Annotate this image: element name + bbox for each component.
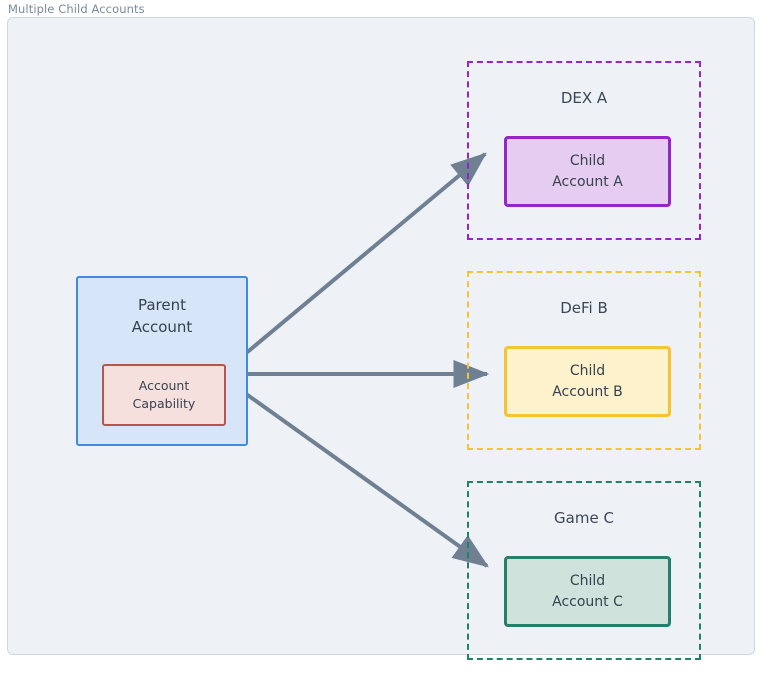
platform-title-defi: DeFi B [560, 299, 608, 317]
account-capability-node[interactable]: Account Capability [102, 364, 226, 426]
child-account-a-label-line2: Account A [552, 173, 623, 190]
child-account-node-b[interactable]: Child Account B [504, 346, 671, 417]
parent-account-node[interactable]: Parent Account Account Capability [76, 276, 248, 446]
child-account-node-a[interactable]: Child Account A [504, 136, 671, 207]
parent-account-label-line2: Account [131, 318, 193, 336]
diagram-canvas: Parent Account Account Capability DEX A … [7, 17, 755, 660]
child-account-b-label-line1: Child [569, 362, 606, 379]
platform-container-game[interactable]: Game C Child Account C [467, 481, 701, 660]
child-account-c-label-line1: Child [569, 572, 606, 589]
connector-to-child-a [219, 151, 487, 376]
child-account-node-c[interactable]: Child Account C [504, 556, 671, 627]
child-account-b-label-line2: Account B [552, 383, 623, 400]
platform-container-dex[interactable]: DEX A Child Account A [467, 61, 701, 240]
child-account-a-label-line1: Child [569, 152, 606, 169]
parent-account-label-line1: Parent [137, 296, 187, 314]
platform-title-game: Game C [554, 509, 614, 527]
child-account-c-label-line2: Account C [552, 593, 623, 610]
connector-to-child-c [219, 373, 489, 568]
page-title: Multiple Child Accounts [8, 2, 145, 16]
account-capability-label-line2: Capability [132, 396, 196, 411]
platform-container-defi[interactable]: DeFi B Child Account B [467, 271, 701, 450]
platform-title-dex: DEX A [560, 89, 608, 107]
account-capability-label-line1: Account [138, 378, 190, 393]
